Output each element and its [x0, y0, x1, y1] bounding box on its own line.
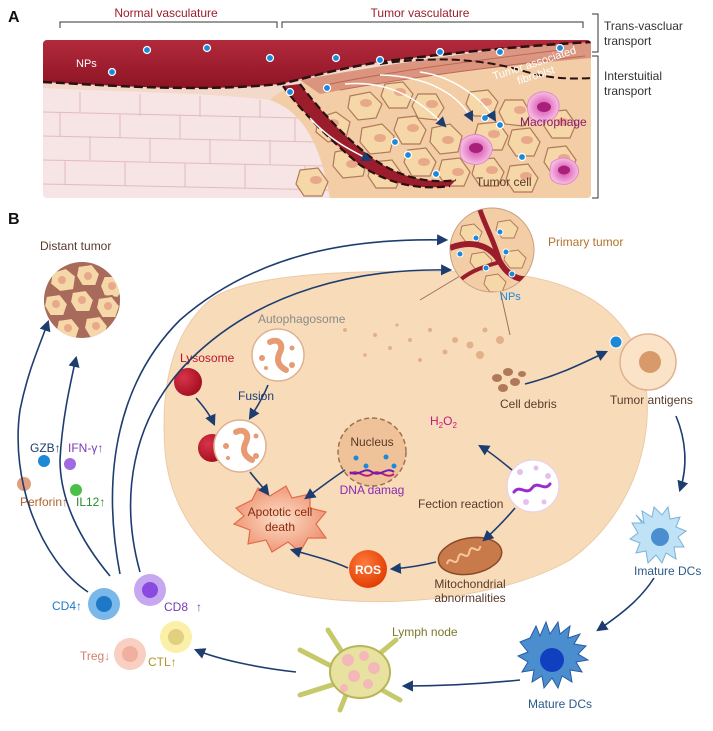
- apoptotic-label-line2: death: [265, 520, 295, 534]
- autophagosome-contents: [259, 337, 295, 373]
- il12-label: IL12↑: [76, 495, 105, 509]
- ifn-label: IFN-γ↑: [68, 441, 103, 455]
- ros-label: ROS: [355, 563, 381, 577]
- immune-markers: [17, 455, 82, 496]
- dna-strand: [349, 469, 395, 477]
- trans-bracket: [592, 13, 599, 53]
- apoptotic-cell: [232, 485, 328, 553]
- tumor-antigen-nucleus: [639, 351, 661, 373]
- distant-tumor-label: Distant tumor: [40, 239, 111, 253]
- dna-damage-label: DNA damag: [340, 483, 405, 497]
- ctl-label: CTL↑: [148, 655, 177, 669]
- zoom-line-right: [499, 289, 511, 336]
- nps-label-a: NPs: [76, 58, 97, 70]
- blood-vessel: [43, 40, 591, 88]
- np-dots-purple: [517, 465, 551, 505]
- fection-label: Fection reaction: [418, 497, 503, 511]
- nucleus: [337, 417, 407, 487]
- tumor-bracket: [281, 21, 584, 28]
- h2o2-label: H2O2: [430, 414, 457, 430]
- mature-dcs-label: Mature DCs: [528, 697, 592, 711]
- cell-debris-label: Cell debris: [500, 397, 557, 411]
- ros-bubble: [349, 550, 387, 588]
- mito-label-line1: Mitochondrial: [434, 577, 505, 591]
- nucleus-np-dots: [353, 454, 397, 469]
- autolysosome-contents: [223, 427, 259, 463]
- trans-label-line1: Trans-vascluar: [604, 19, 683, 33]
- normal-tissue-cells: [43, 92, 331, 191]
- lysosome-label: Lysosome: [180, 351, 235, 365]
- nucleus-label: Nucleus: [350, 435, 393, 449]
- imature-dcs-label: Imature DCs: [634, 564, 701, 578]
- mature-dc: [516, 620, 590, 690]
- perforin-label: Perforin↑: [20, 495, 68, 509]
- inter-label-line1: Interstuitial: [604, 69, 662, 83]
- primary-tumor-label: Primary tumor: [548, 235, 623, 249]
- debris-dots: [343, 323, 504, 362]
- tumor-antigens-label: Tumor antigens: [610, 393, 693, 407]
- lysosome: [174, 368, 202, 396]
- tumor-cell-label: Tumor cell: [476, 175, 532, 189]
- trans-label-line2: transport: [604, 34, 652, 48]
- mito-label-line2: abnormalities: [434, 591, 505, 605]
- internal-arrows: [195, 350, 609, 574]
- cell-debris-cluster: [492, 368, 526, 392]
- normal-bracket: [59, 21, 278, 28]
- cd4-label: CD4↑: [52, 599, 82, 613]
- mito-cristae: [446, 545, 482, 565]
- np-dots-a: [107, 43, 565, 179]
- gzb-label: GZB↑: [30, 441, 61, 455]
- treg-label: Treg↓: [80, 649, 110, 663]
- lymph-node-label: Lymph node: [392, 625, 458, 639]
- cd8-arrow: ↑: [196, 600, 202, 614]
- fusion-label: Fusion: [238, 389, 274, 403]
- outer-arrows: [17, 234, 689, 692]
- normal-vasculature-label: Normal vasculature: [114, 6, 218, 20]
- transport-arrows-a: [309, 71, 497, 161]
- lymph-node: [297, 627, 403, 713]
- apoptotic-label-line1: Apototic cell: [248, 505, 313, 519]
- inter-label-line2: transport: [604, 84, 652, 98]
- autophagosome-label: Autophagosome: [258, 312, 346, 326]
- macrophage-label: Macrophage: [520, 115, 587, 129]
- macrophages: [459, 91, 580, 185]
- nps-label-b: NPs: [500, 291, 521, 303]
- antigen-np-dot: [609, 335, 623, 349]
- panel-a-scene: [43, 40, 591, 198]
- panel-a-letter: A: [8, 9, 20, 26]
- np-strand: [512, 482, 552, 494]
- cd8-label: CD8: [164, 600, 188, 614]
- leaky-vessel-branch: [283, 84, 456, 188]
- imature-dc: [628, 505, 688, 565]
- inter-bracket: [592, 55, 599, 199]
- mitochondrion: [437, 536, 503, 576]
- tumor-vasculature-label: Tumor vasculature: [371, 6, 470, 20]
- panel-b-letter: B: [8, 211, 20, 228]
